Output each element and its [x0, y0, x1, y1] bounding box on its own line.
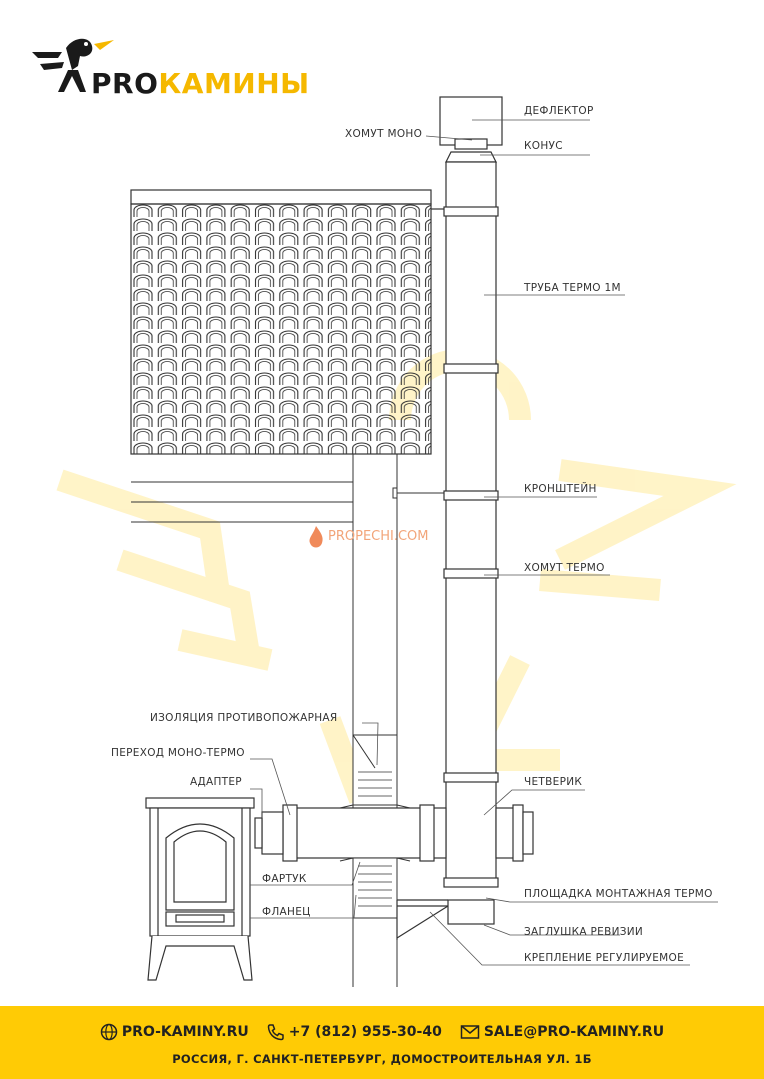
label-cone: КОНУС [524, 140, 563, 152]
label-pipe-thermo: ТРУБА ТЕРМО 1М [523, 282, 621, 294]
chimney-diagram: ДЕФЛЕКТОР ХОМУТ МОНО КОНУС ТРУБА ТЕРМО 1… [56, 96, 737, 987]
label-tee: ЧЕТВЕРИК [524, 776, 582, 788]
label-clamp-thermo: ХОМУТ ТЕРМО [524, 562, 605, 574]
chimney-pipe [439, 96, 503, 925]
label-mounting-platform: ПЛОЩАДКА МОНТАЖНАЯ ТЕРМО [524, 888, 713, 900]
label-mono-thermo-transition: ПЕРЕХОД МОНО-ТЕРМО [111, 747, 245, 759]
brand-logo: PROКАМИНЫ [91, 67, 310, 100]
label-adjustable-mount: КРЕПЛЕНИЕ РЕГУЛИРУЕМОЕ [524, 952, 684, 964]
mail-icon [460, 1025, 480, 1039]
watermark-text: PROPECHI.COM [328, 529, 429, 544]
brand-pro: PRO [91, 67, 159, 100]
label-inspection-cap: ЗАГЛУШКА РЕВИЗИИ [524, 926, 643, 938]
griffin-logo-icon [32, 38, 114, 92]
footer-phone-link[interactable]: +7 (812) 955-30-40 [267, 1023, 442, 1041]
label-flange: ФЛАНЕЦ [262, 906, 311, 918]
footer-address: РОССИЯ, Г. САНКТ-ПЕТЕРБУРГ, ДОМОСТРОИТЕЛ… [172, 1052, 592, 1066]
footer-site: PRO-KAMINY.RU [121, 1024, 249, 1040]
wall-bracket [396, 899, 449, 940]
footer-email-link[interactable]: SALE@PRO-KAMINY.RU [460, 1023, 664, 1041]
label-apron: ФАРТУК [262, 873, 307, 885]
fire-insulation [339, 734, 411, 919]
footer-site-link[interactable]: PRO-KAMINY.RU [100, 1023, 249, 1041]
label-clamp-mono: ХОМУТ МОНО [345, 128, 422, 140]
horizontal-pipe [254, 804, 534, 862]
brand-name: КАМИНЫ [158, 67, 310, 100]
footer: PRO-KAMINY.RU +7 (812) 955-30-40 SALE@PR… [0, 1006, 764, 1079]
flame-icon [309, 526, 323, 548]
label-deflector: ДЕФЛЕКТОР [524, 105, 594, 117]
phone-icon [267, 1024, 284, 1041]
label-adapter: АДАПТЕР [190, 776, 242, 788]
footer-phone: +7 (812) 955-30-40 [288, 1024, 442, 1040]
label-fire-insulation: ИЗОЛЯЦИЯ ПРОТИВОПОЖАРНАЯ [150, 712, 337, 724]
footer-email: SALE@PRO-KAMINY.RU [483, 1024, 665, 1040]
label-bracket: КРОНШТЕЙН [524, 482, 597, 495]
leader-lines [250, 119, 718, 966]
roof [130, 189, 446, 455]
globe-icon [100, 1023, 118, 1041]
stove [145, 797, 255, 981]
